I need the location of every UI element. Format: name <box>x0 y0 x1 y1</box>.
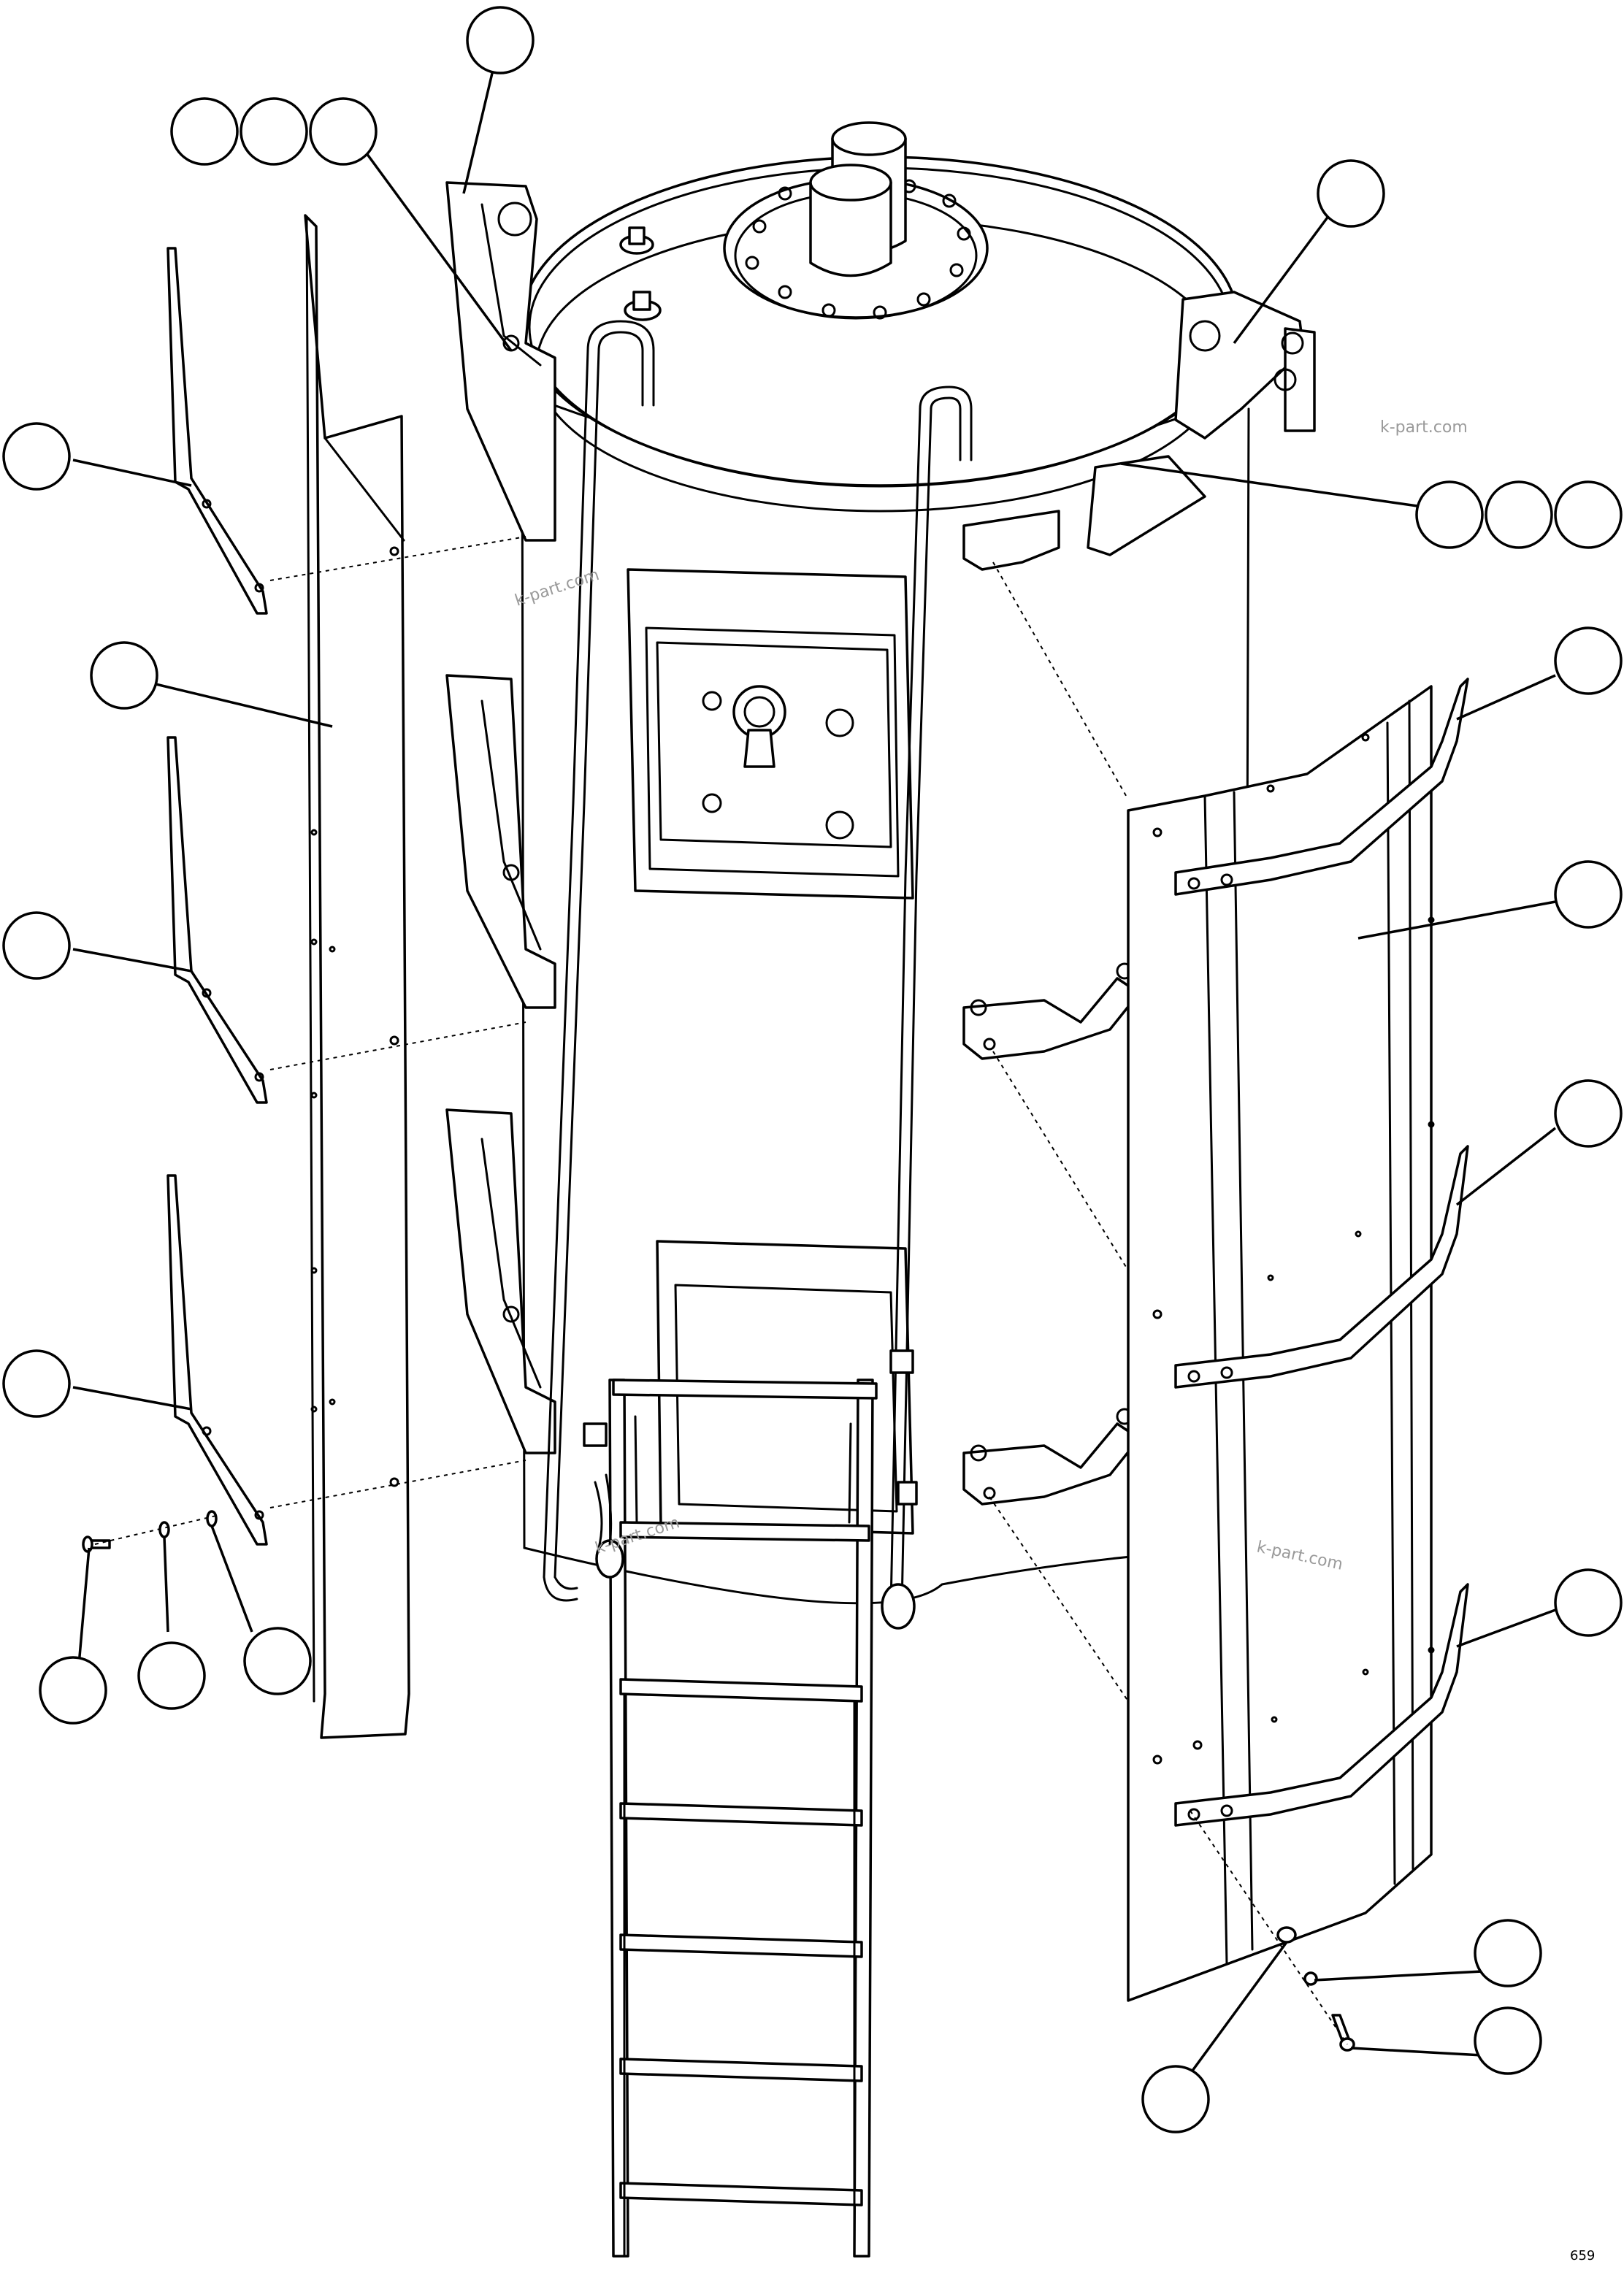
watermark-2: k-part.com <box>513 566 602 610</box>
watermark-1: k-part.com <box>1380 418 1468 437</box>
right-strap-brackets <box>1174 678 1469 1827</box>
callout-washer-left <box>137 1641 206 1710</box>
callout-nut-right <box>1141 2065 1210 2133</box>
upper-valve-box <box>627 568 914 900</box>
callout-right-c <box>1554 480 1623 549</box>
callout-right-b <box>1485 480 1553 549</box>
callout-bolt-left <box>39 1656 107 1725</box>
callout-bolt-right <box>1474 2006 1542 2075</box>
callout-right-strap-2 <box>1554 1079 1623 1148</box>
ladder <box>583 1349 918 2258</box>
callout-left-bracket-1 <box>2 422 71 491</box>
figure-code: 659 <box>1570 2248 1595 2263</box>
right-tank-brackets <box>962 291 1316 1506</box>
callout-top-left-a <box>170 97 239 166</box>
callout-top-bracket <box>466 6 535 74</box>
callout-left-bracket-3 <box>2 1349 71 1418</box>
tank-lid <box>521 121 1239 513</box>
hardware-right <box>1276 1926 1355 2052</box>
callout-top-left-c <box>309 97 378 166</box>
callout-left-bracket-2 <box>2 911 71 980</box>
callout-washer-right <box>1474 1919 1542 1987</box>
assembly-lines <box>94 536 1348 2045</box>
left-tank-brackets <box>445 181 556 1454</box>
left-shield-panel <box>304 214 410 1739</box>
callout-right-strap-3 <box>1554 1568 1623 1637</box>
callout-top-right <box>1317 159 1385 228</box>
callout-lockwasher-left <box>243 1627 312 1695</box>
callout-circles <box>2 6 1623 2133</box>
callout-top-left-b <box>240 97 308 166</box>
callout-left-panel <box>90 641 158 710</box>
callout-right-strap-1 <box>1554 626 1623 695</box>
callout-right-a <box>1415 480 1484 549</box>
callout-right-panel <box>1554 860 1623 929</box>
left-small-brackets <box>166 247 268 1546</box>
leader-lines <box>72 54 1557 2075</box>
